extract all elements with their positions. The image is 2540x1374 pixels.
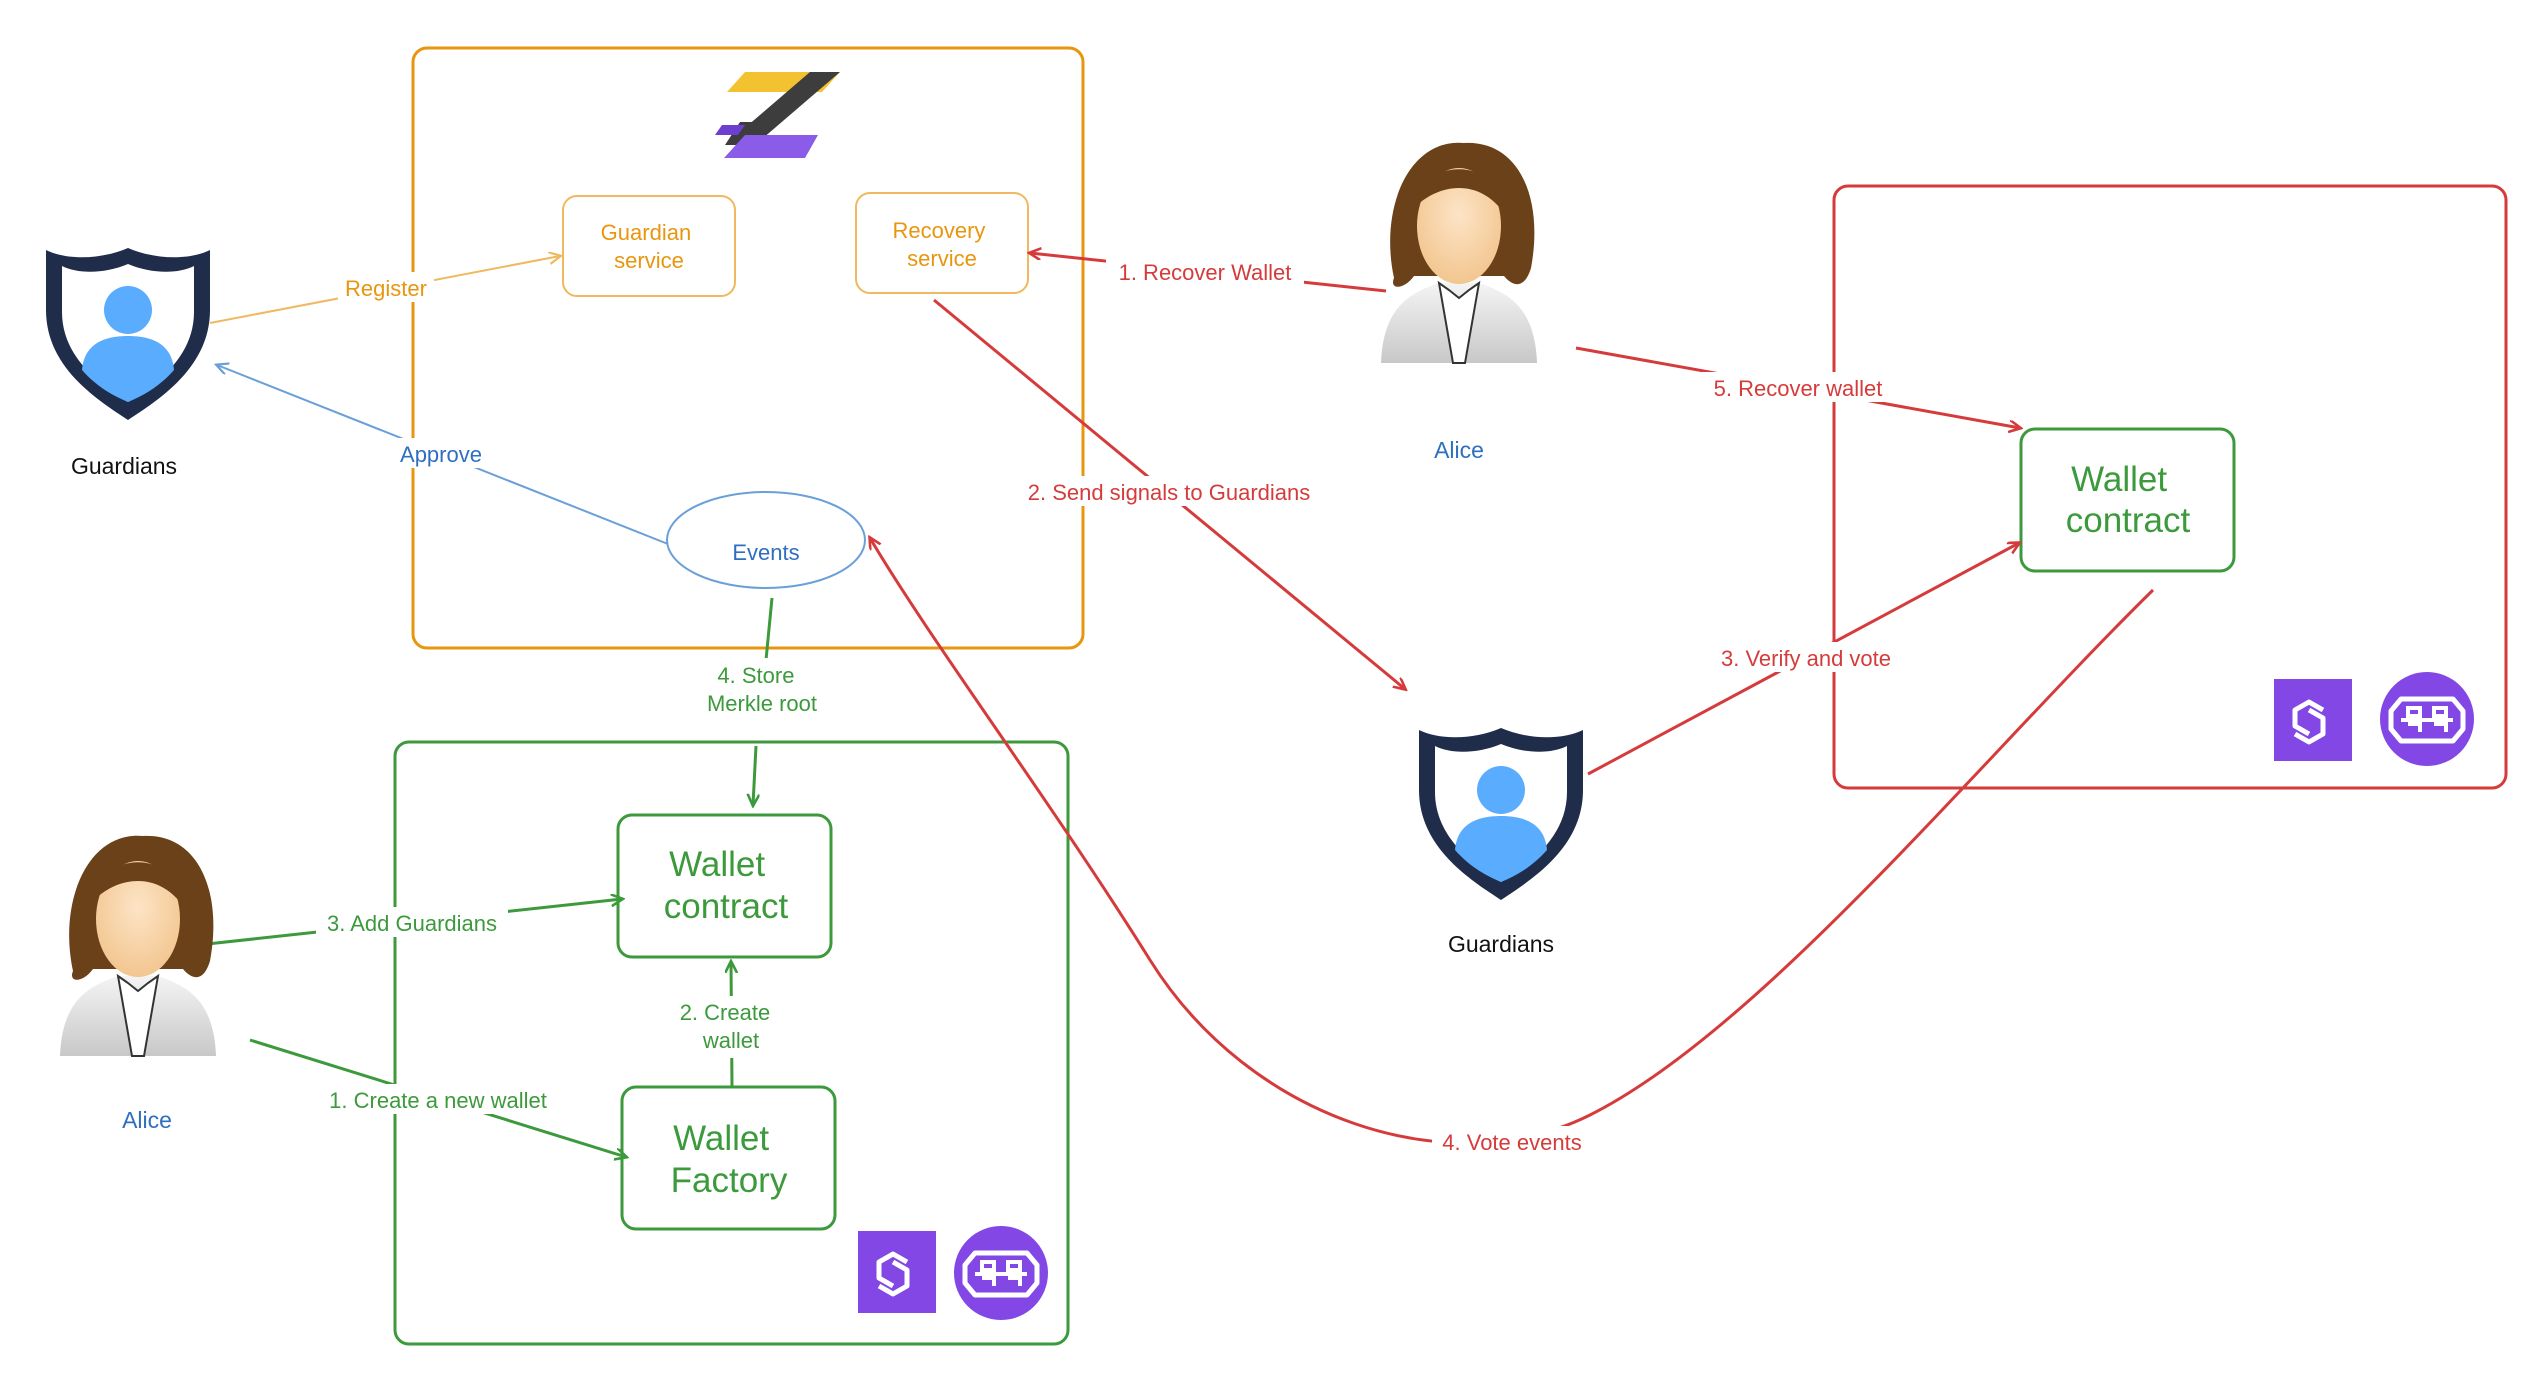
- wallet-factory-label-2: Factory: [671, 1161, 788, 1200]
- alice-top-avatar-icon[interactable]: [1381, 142, 1537, 364]
- polygon-id-logo-icon: [954, 1226, 1048, 1320]
- wallet-contract-left-node[interactable]: [616, 813, 833, 959]
- guardian-service-label-1: Guardian: [601, 220, 692, 245]
- svg-text:4. Store Merkle root: 4. Store Merkle root: [707, 663, 817, 716]
- alice-bottom-label: Alice: [122, 1107, 172, 1133]
- label-send-signals: 2. Send signals to Guardians: [1028, 480, 1311, 505]
- wallet-contract-left-label-1: Wallet: [669, 845, 765, 884]
- edge-store-merkle: [764, 597, 774, 661]
- label-register: Register: [345, 276, 427, 301]
- polygon-id-logo-icon: [2380, 672, 2474, 766]
- wallet-contract-right-label-2: contract: [2066, 501, 2191, 540]
- svg-text:Recovery service: Recovery service: [892, 218, 991, 271]
- label-approve: Approve: [400, 442, 482, 467]
- label-store-merkle-2: Merkle root: [707, 691, 817, 716]
- svg-text:Guardian service: Guardian service: [601, 220, 698, 273]
- edge-store-merkle-arrow: [753, 745, 756, 805]
- wallet-factory-node[interactable]: [620, 1085, 837, 1231]
- guardians-left-shield-icon[interactable]: [46, 248, 210, 420]
- svg-text:Wallet contract: Wallet contract: [664, 845, 789, 926]
- wallet-contract-right-label-1: Wallet: [2071, 460, 2167, 499]
- guardians-right-label: Guardians: [1448, 931, 1554, 957]
- chain-container-left: [393, 740, 1070, 1346]
- label-recover-wallet-1: 1. Recover Wallet: [1119, 260, 1292, 285]
- guardian-service-node[interactable]: [562, 195, 736, 297]
- guardians-left-label: Guardians: [71, 453, 177, 479]
- svg-text:Wallet Factory: Wallet Factory: [671, 1119, 788, 1200]
- guardian-service-label-2: service: [614, 248, 684, 273]
- wallet-contract-right-node[interactable]: [2019, 427, 2236, 573]
- recovery-service-label-1: Recovery: [892, 218, 985, 243]
- label-add-guardians: 3. Add Guardians: [327, 911, 497, 936]
- chain-container-right: [1832, 184, 2508, 790]
- edge-vote-events: [870, 538, 2155, 1145]
- svg-text:Wallet contract: Wallet contract: [2066, 460, 2191, 540]
- label-recover-wallet-5: 5. Recover wallet: [1714, 376, 1883, 401]
- label-create-new-wallet: 1. Create a new wallet: [329, 1088, 547, 1113]
- zksync-logo-icon: [715, 72, 840, 158]
- wallet-contract-left-label-2: contract: [664, 887, 789, 926]
- events-label: Events: [732, 540, 799, 565]
- alice-top-label: Alice: [1434, 437, 1484, 463]
- wallet-factory-label-1: Wallet: [673, 1119, 769, 1158]
- recovery-service-label-2: service: [907, 246, 977, 271]
- events-node[interactable]: [666, 491, 866, 589]
- alice-bottom-avatar-icon[interactable]: [60, 835, 216, 1057]
- guardians-right-shield-icon[interactable]: [1419, 728, 1583, 900]
- label-verify-vote: 3. Verify and vote: [1721, 646, 1891, 671]
- label-store-merkle-1: 4. Store: [717, 663, 794, 688]
- recovery-service-node[interactable]: [855, 192, 1029, 294]
- label-create-wallet-2: wallet: [702, 1028, 759, 1053]
- label-create-wallet-1: 2. Create: [680, 1000, 771, 1025]
- polygon-logo-icon: [858, 1231, 936, 1313]
- polygon-logo-icon: [2274, 679, 2352, 761]
- zksync-container: [411, 46, 1085, 650]
- label-vote-events: 4. Vote events: [1442, 1130, 1581, 1155]
- svg-text:2. Create wallet: 2. Create wallet: [680, 1000, 777, 1053]
